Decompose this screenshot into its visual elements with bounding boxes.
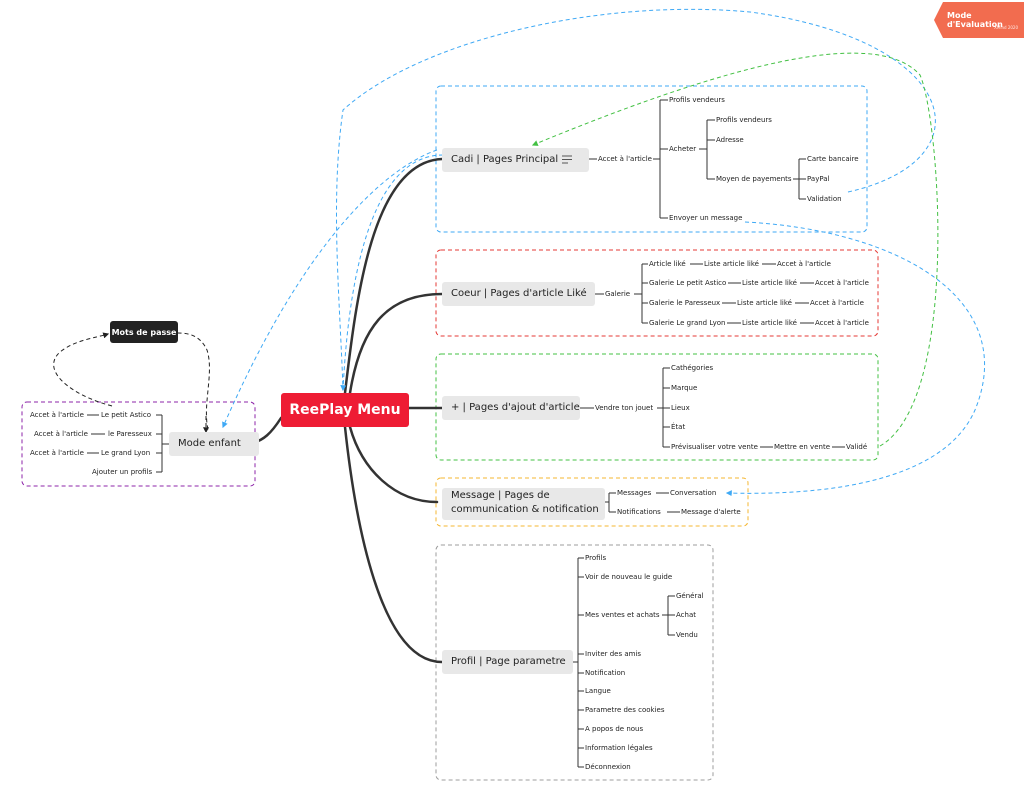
ajout-item[interactable]: Cathégories xyxy=(670,363,715,373)
child-mode-add-profile[interactable]: Ajouter un profils xyxy=(91,467,154,477)
cadi-topic[interactable]: Cadi | Pages Principal xyxy=(442,148,589,172)
ajout-item[interactable]: Lieux xyxy=(670,403,691,413)
coeur-row-name[interactable]: Galerie Le grand Lyon xyxy=(648,318,727,328)
coeur-row-name[interactable]: Galerie Le petit Astico xyxy=(648,278,728,288)
cadi-access[interactable]: Accet à l'article xyxy=(597,154,653,164)
profil-item[interactable]: Notification xyxy=(584,668,627,678)
profil-topic[interactable]: Profil | Page parametre xyxy=(442,650,573,674)
evaluation-mode-badge: Mode d'Evaluation XMind 2020 xyxy=(934,2,1024,38)
payment-option[interactable]: PayPal xyxy=(806,174,831,184)
profil-sales-item[interactable]: Général xyxy=(675,591,705,601)
cadi-send-message[interactable]: Envoyer un message xyxy=(668,213,744,223)
message-topic-line2: communication & notification xyxy=(451,504,599,515)
ajout-topic[interactable]: + | Pages d'ajout d'article xyxy=(442,396,580,420)
coeur-row-list[interactable]: Liste article liké xyxy=(741,278,798,288)
message-messages[interactable]: Messages xyxy=(616,488,653,498)
coeur-row-list[interactable]: Liste article liké xyxy=(703,259,760,269)
profil-sales-item[interactable]: Achat xyxy=(675,610,697,620)
coeur-row-action[interactable]: Accet à l'article xyxy=(814,278,870,288)
coeur-boundary xyxy=(435,249,879,337)
main-branches xyxy=(248,157,444,664)
profil-sales-item[interactable]: Vendu xyxy=(675,630,699,640)
message-notifications[interactable]: Notifications xyxy=(616,507,662,517)
child-mode-topic[interactable]: Mode enfant xyxy=(169,432,259,456)
message-alert[interactable]: Message d'alerte xyxy=(680,507,742,517)
profil-item[interactable]: Voir de nouveau le guide xyxy=(584,572,674,582)
coeur-row-list[interactable]: Liste article liké xyxy=(741,318,798,328)
ajout-preview[interactable]: Prévisualiser votre vente xyxy=(670,442,759,452)
child-mode-action[interactable]: Accet à l'article xyxy=(33,429,89,439)
profil-item[interactable]: Parametre des cookies xyxy=(584,705,666,715)
coeur-row-name[interactable]: Article liké xyxy=(648,259,687,269)
profil-item[interactable]: Langue xyxy=(584,686,612,696)
profil-item[interactable]: Inviter des amis xyxy=(584,649,643,659)
coeur-topic[interactable]: Coeur | Pages d'article Liké xyxy=(442,282,595,306)
root-topic[interactable]: ReePlay Menu xyxy=(281,393,409,427)
ajout-item[interactable]: Marque xyxy=(670,383,699,393)
relationship-links xyxy=(53,8,986,497)
ajout-validated[interactable]: Validé xyxy=(845,442,869,452)
profil-item[interactable]: Information légales xyxy=(584,743,654,753)
coeur-row-name[interactable]: Galerie le Paresseux xyxy=(648,298,722,308)
password-topic[interactable]: Mots de passe xyxy=(110,321,178,343)
profil-boundary xyxy=(435,544,714,781)
coeur-row-action[interactable]: Accet à l'article xyxy=(776,259,832,269)
child-mode-item[interactable]: Le petit Astico xyxy=(100,410,152,420)
profil-item[interactable]: Profils xyxy=(584,553,608,563)
coeur-row-action[interactable]: Accet à l'article xyxy=(814,318,870,328)
coeur-gallery[interactable]: Galerie xyxy=(604,289,632,299)
child-mode-action[interactable]: Accet à l'article xyxy=(29,448,85,458)
profil-sales[interactable]: Mes ventes et achats xyxy=(584,610,661,620)
badge-title: Mode d'Evaluation xyxy=(947,11,1003,29)
message-conversation[interactable]: Conversation xyxy=(669,488,718,498)
notes-icon xyxy=(562,155,572,164)
payment-option[interactable]: Carte bancaire xyxy=(806,154,860,164)
cadi-boundary xyxy=(435,85,868,233)
buy-address[interactable]: Adresse xyxy=(715,135,745,145)
sub-connectors xyxy=(87,99,845,768)
ajout-sell[interactable]: Vendre ton jouet xyxy=(594,403,655,413)
buy-profiles[interactable]: Profils vendeurs xyxy=(715,115,773,125)
buy-payment[interactable]: Moyen de payements xyxy=(715,174,793,184)
message-topic[interactable]: Message | Pages de communication & notif… xyxy=(442,488,605,520)
cadi-topic-label: Cadi | Pages Principal xyxy=(451,154,559,165)
message-boundary xyxy=(435,477,749,527)
badge-subtitle: XMind 2020 xyxy=(994,25,1018,30)
coeur-row-list[interactable]: Liste article liké xyxy=(736,298,793,308)
profil-item[interactable]: A popos de nous xyxy=(584,724,645,734)
cadi-buy[interactable]: Acheter xyxy=(668,144,698,154)
ajout-item[interactable]: État xyxy=(670,422,687,432)
cadi-seller-profiles[interactable]: Profils vendeurs xyxy=(668,95,726,105)
message-topic-line1: Message | Pages de xyxy=(451,490,550,501)
ajout-publish[interactable]: Mettre en vente xyxy=(773,442,831,452)
profil-item[interactable]: Déconnexion xyxy=(584,762,632,772)
child-mode-action[interactable]: Accet à l'article xyxy=(29,410,85,420)
child-mode-item[interactable]: Le grand Lyon xyxy=(100,448,152,458)
coeur-row-action[interactable]: Accet à l'article xyxy=(809,298,865,308)
child-mode-item[interactable]: le Paresseux xyxy=(107,429,153,439)
payment-option[interactable]: Validation xyxy=(806,194,843,204)
